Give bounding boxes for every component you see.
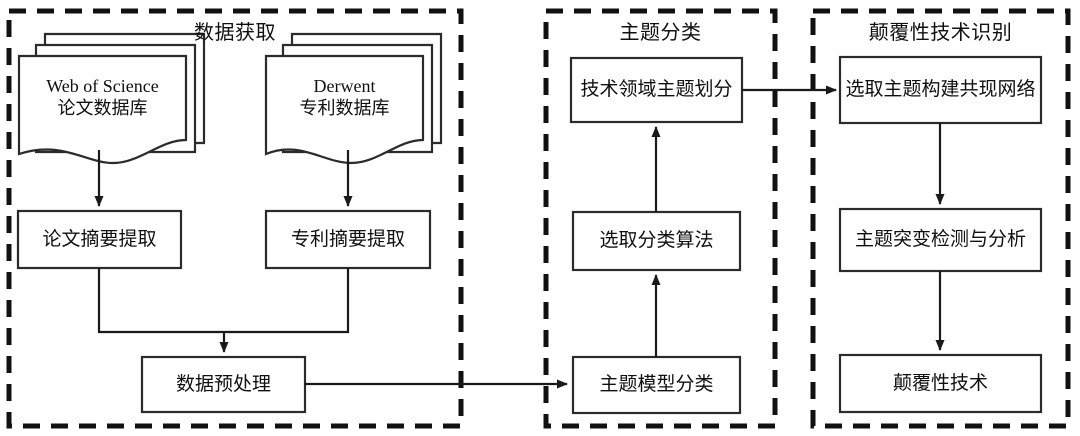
- wos-db-document: [17, 54, 188, 165]
- tech-domain-topic-division-box[interactable]: [569, 56, 744, 124]
- build-cooccurrence-network-box[interactable]: [838, 55, 1043, 125]
- derwent-db-document: [264, 54, 425, 165]
- panel-border-disruptive-tech: [810, 8, 1071, 429]
- panel-title-topic-classification: 主题分类: [619, 22, 702, 44]
- topic-model-classification-box[interactable]: [571, 355, 742, 415]
- select-classification-algorithm-box[interactable]: [571, 210, 742, 272]
- connector-paper-extract-to-preprocessing: [97, 268, 224, 334]
- panel-title-data-acquisition: 数据获取: [194, 22, 276, 44]
- disruptive-technology-box[interactable]: [838, 353, 1043, 414]
- patent-abstract-extract-box[interactable]: [264, 209, 432, 270]
- panel-border-data-acquisition: [6, 8, 464, 429]
- topic-burst-detection-analysis-box[interactable]: [838, 207, 1043, 273]
- panel-border-topic-classification: [543, 8, 778, 429]
- data-preprocessing-box[interactable]: [140, 355, 307, 414]
- connector-patent-extract-to-preprocessing: [224, 268, 350, 334]
- paper-abstract-extract-box[interactable]: [16, 209, 183, 270]
- panel-title-disruptive-tech: 颠覆性技术识别: [868, 22, 1013, 44]
